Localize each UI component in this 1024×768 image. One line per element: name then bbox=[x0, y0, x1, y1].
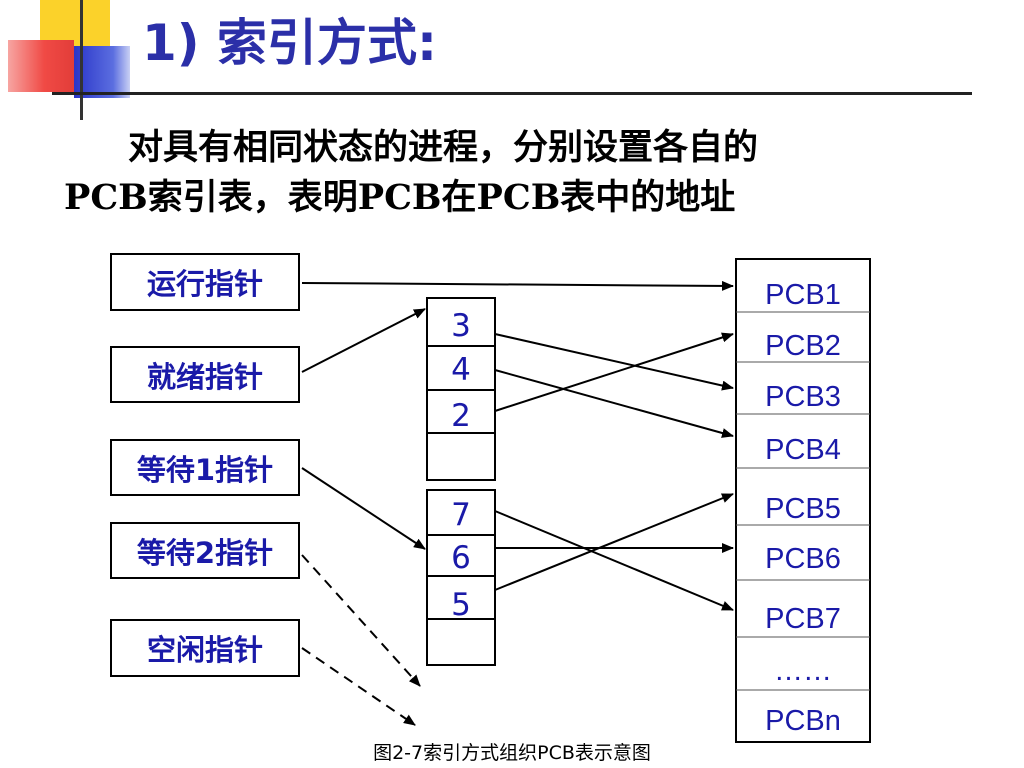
slide-title: 1) 索引方式: bbox=[142, 14, 438, 72]
ready-index-cell: 4 bbox=[451, 352, 471, 388]
decor-red-square bbox=[8, 40, 74, 92]
dashed-arrow-wait2 bbox=[301, 554, 421, 687]
wait2-pointer-label: 等待2指针 bbox=[136, 535, 274, 570]
free-pointer-box: 空闲指针 bbox=[110, 619, 300, 677]
wait-index-cell: 5 bbox=[451, 587, 471, 623]
arrow-index7-to-pcb7 bbox=[494, 510, 734, 611]
ready-index-cell: 2 bbox=[451, 398, 471, 434]
ready-pointer-label: 就绪指针 bbox=[146, 359, 263, 394]
arrow-index3-to-pcb3 bbox=[494, 333, 734, 391]
pcb-cell: PCB7 bbox=[765, 602, 841, 635]
running-pointer-label: 运行指针 bbox=[146, 267, 263, 301]
arrow-index2-to-pcb2 bbox=[494, 332, 734, 412]
running-pointer-box: 运行指针 bbox=[110, 253, 300, 311]
arrow-index5-to-pcb5 bbox=[494, 493, 734, 591]
arrow-ready-to-index bbox=[301, 308, 426, 373]
ready-index-cell bbox=[427, 434, 495, 478]
dashed-arrow-free bbox=[301, 647, 416, 726]
ready-index-cell: 3 bbox=[451, 308, 471, 344]
description-line-2: PCB索引表，表明PCB在PCB表中的地址 bbox=[64, 177, 736, 218]
arrow-running-to-pcb1 bbox=[301, 280, 734, 291]
wait-index-cell: 7 bbox=[451, 497, 471, 533]
pcb-cell: PCBn bbox=[765, 704, 841, 737]
figure-caption: 图2-7索引方式组织PCB表示意图 bbox=[373, 742, 651, 764]
pcb-cell: PCB2 bbox=[765, 329, 841, 362]
wait1-pointer-box: 等待1指针 bbox=[110, 439, 300, 496]
pcb-table-grid bbox=[735, 258, 871, 743]
pcb-cell: PCB5 bbox=[765, 492, 841, 525]
decor-blue-square bbox=[74, 46, 130, 98]
decor-vertical-line bbox=[80, 0, 83, 120]
title-underline bbox=[52, 92, 972, 95]
pcb-cell: PCB6 bbox=[765, 542, 841, 575]
wait2-pointer-box: 等待2指针 bbox=[110, 522, 300, 579]
wait-index-cell: 6 bbox=[451, 540, 471, 576]
arrow-wait1-to-index bbox=[301, 467, 426, 550]
arrow-index4-to-pcb4 bbox=[494, 369, 734, 438]
wait-index-table-grid bbox=[426, 489, 496, 666]
free-pointer-label: 空闲指针 bbox=[146, 633, 263, 667]
ready-index-table-grid bbox=[426, 297, 496, 481]
pcb-cell: PCB4 bbox=[765, 433, 841, 466]
wait-index-cell bbox=[427, 621, 495, 663]
description-line-1: 对具有相同状态的进程，分别设置各自的 bbox=[128, 127, 759, 168]
wait1-pointer-label: 等待1指针 bbox=[136, 452, 274, 487]
pcb-cell: PCB1 bbox=[765, 278, 841, 311]
ready-pointer-box: 就绪指针 bbox=[110, 346, 300, 403]
pcb-cell: PCB3 bbox=[765, 380, 841, 413]
pcb-ellipsis-cell: …… bbox=[774, 654, 832, 687]
